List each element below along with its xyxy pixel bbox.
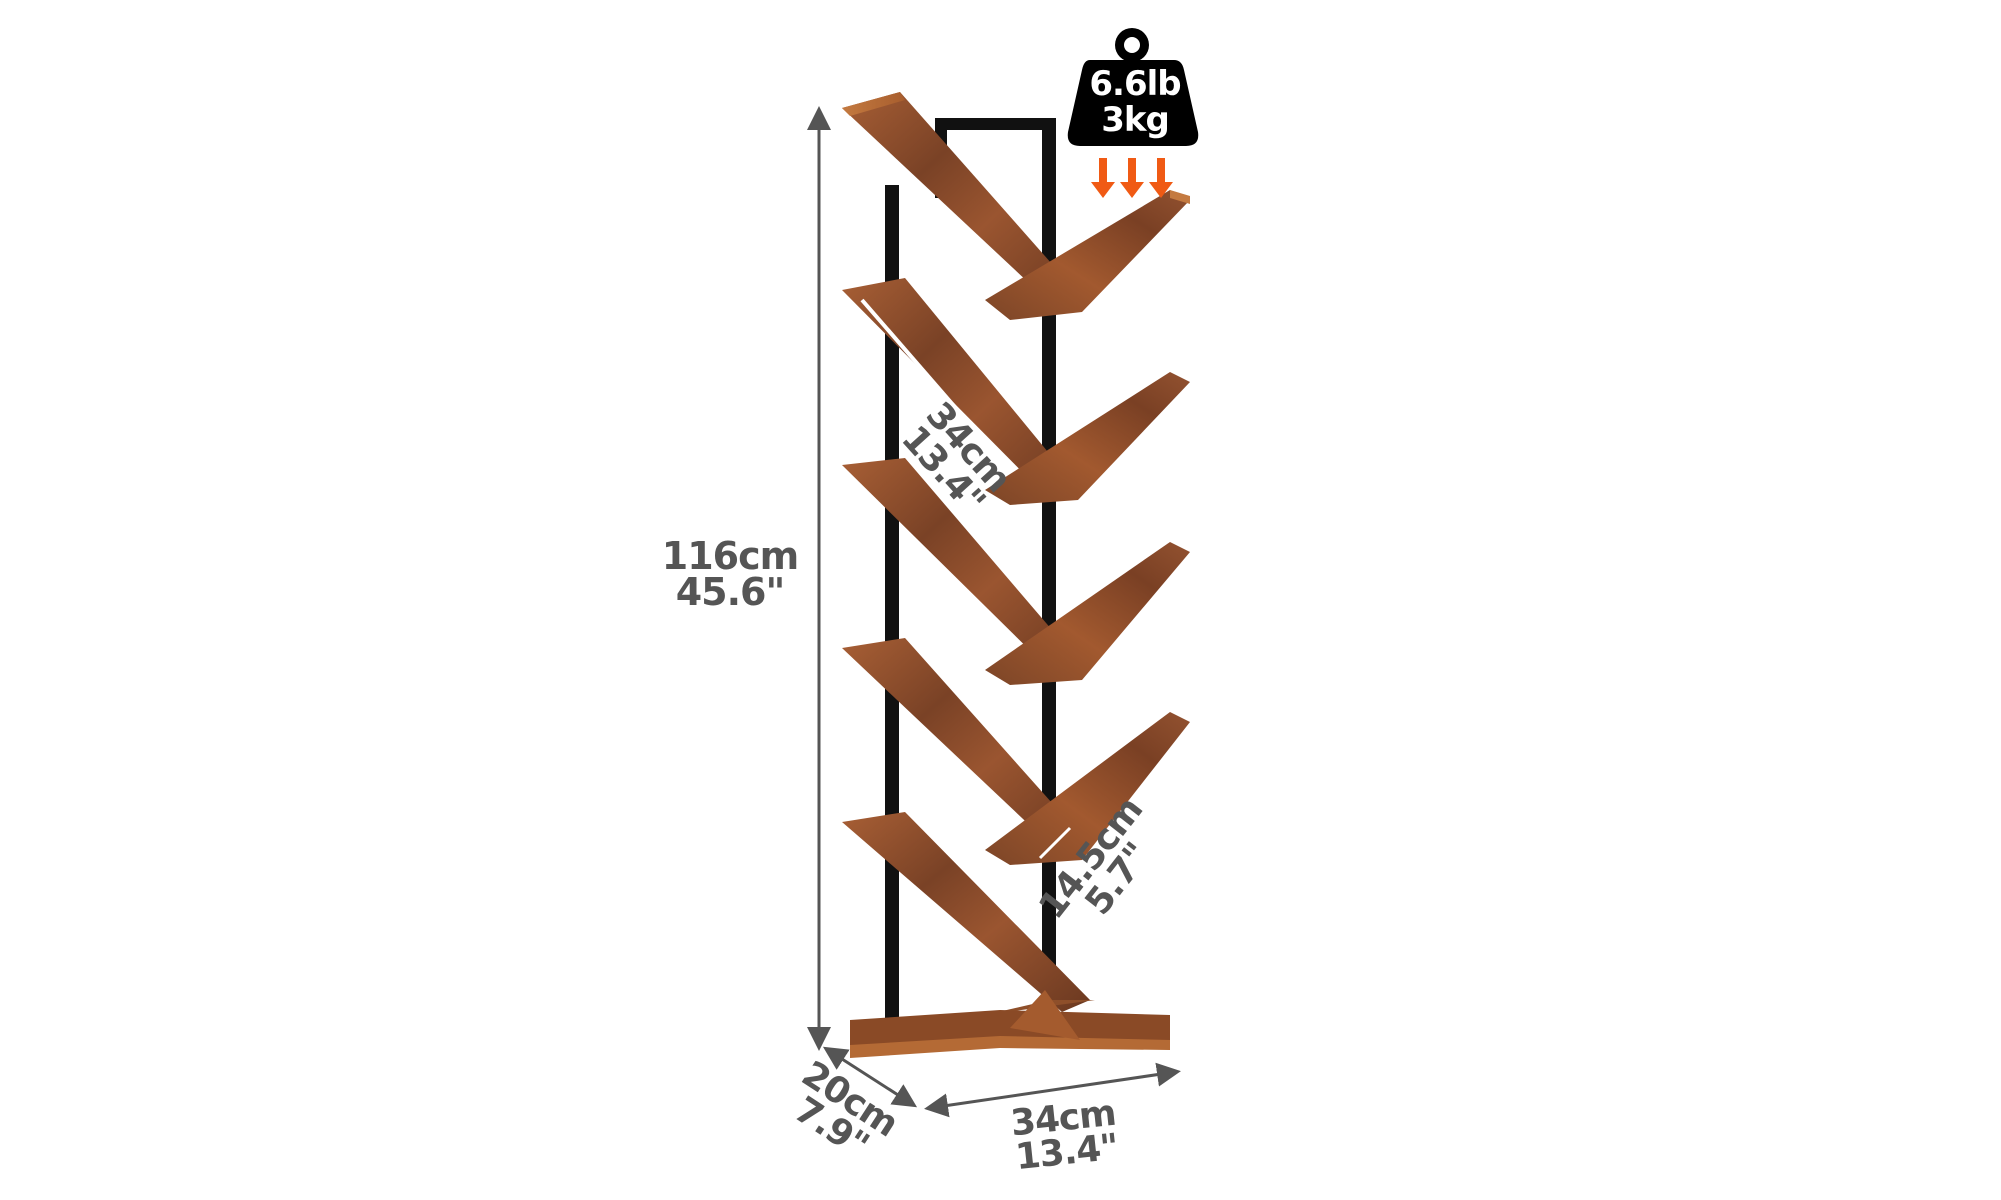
base-plank (850, 990, 1170, 1058)
height-metric: 116cm (661, 534, 799, 578)
shelves (842, 92, 1190, 1058)
load-arrows (1091, 158, 1173, 198)
shelf-4 (842, 638, 1190, 865)
depth-dimension-line (822, 1046, 918, 1108)
height-label: 116cm 45.6" (660, 534, 800, 615)
width-label: 34cm 13.4" (992, 1093, 1138, 1179)
weight-lb: 6.6lb (1089, 64, 1181, 104)
weight-label: 6.6lb 3kg (1072, 66, 1198, 138)
shelf-2 (842, 278, 1190, 505)
width-dimension-line (924, 1062, 1181, 1118)
weight-icon (1067, 28, 1199, 146)
shelf-3 (842, 458, 1190, 685)
shelf-1 (842, 92, 1190, 320)
height-imperial: 45.6" (675, 570, 786, 615)
weight-kg: 3kg (1101, 100, 1170, 140)
